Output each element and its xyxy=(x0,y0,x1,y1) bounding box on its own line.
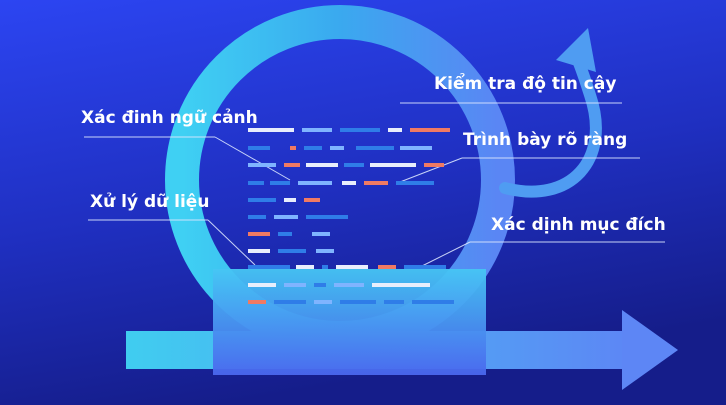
code-dash xyxy=(344,163,364,167)
code-dash xyxy=(312,232,330,236)
connector-purpose-d xyxy=(419,241,471,268)
code-dash xyxy=(248,232,270,236)
code-dash xyxy=(304,146,322,150)
code-dash xyxy=(304,198,320,202)
code-dash xyxy=(284,198,296,202)
code-dash xyxy=(306,215,348,219)
code-dash xyxy=(248,249,270,253)
code-dash xyxy=(248,146,270,150)
code-dash xyxy=(302,128,332,132)
horizontal-arrow-head xyxy=(622,310,678,390)
code-dash xyxy=(400,146,432,150)
code-dash xyxy=(248,215,266,219)
label-process-data: Xử lý dữ liệu xyxy=(90,192,210,212)
code-dash xyxy=(274,300,306,304)
code-dash xyxy=(248,300,266,304)
code-dash xyxy=(330,146,344,150)
code-dash xyxy=(284,163,300,167)
code-dash xyxy=(278,249,306,253)
code-dash xyxy=(404,265,446,269)
code-dash xyxy=(424,163,444,167)
code-dash xyxy=(248,181,264,185)
label-determine-context: Xác đinh ngữ cảnh xyxy=(81,108,258,128)
label-clear-presentation: Trình bày rõ ràng xyxy=(463,130,628,150)
code-dash xyxy=(284,283,306,287)
code-dash xyxy=(396,181,434,185)
return-arrow-head xyxy=(556,28,596,72)
label-check-reliability: Kiểm tra độ tin cậy xyxy=(434,74,617,94)
code-dash xyxy=(248,163,276,167)
connector-presentation-d xyxy=(399,157,463,183)
box-code-lines xyxy=(248,265,454,304)
code-dash xyxy=(388,128,402,132)
code-dash xyxy=(314,300,332,304)
code-dash xyxy=(248,198,276,202)
code-dash xyxy=(248,283,276,287)
connector-context-d xyxy=(214,136,291,181)
code-lines xyxy=(248,128,450,253)
code-dash xyxy=(316,249,334,253)
code-dash xyxy=(298,181,332,185)
code-dash xyxy=(322,265,328,269)
code-dash xyxy=(290,146,296,150)
code-dash xyxy=(336,265,368,269)
code-dash xyxy=(340,300,376,304)
code-dash xyxy=(278,232,292,236)
code-dash xyxy=(342,181,356,185)
code-dash xyxy=(378,265,396,269)
code-dash xyxy=(296,265,314,269)
code-dash xyxy=(412,300,454,304)
code-dash xyxy=(314,283,326,287)
code-dash xyxy=(410,128,450,132)
connector-lines xyxy=(84,102,665,268)
code-dash xyxy=(274,215,298,219)
code-dash xyxy=(270,181,290,185)
code-dash xyxy=(248,265,290,269)
code-dash xyxy=(334,283,364,287)
code-dash xyxy=(306,163,338,167)
connector-data-d xyxy=(207,219,256,266)
code-dash xyxy=(248,128,294,132)
code-dash xyxy=(384,300,404,304)
code-dash xyxy=(372,283,430,287)
code-dash xyxy=(364,181,388,185)
code-dash xyxy=(356,146,394,150)
code-dash xyxy=(370,163,416,167)
label-determine-purpose: Xác dịnh mục đích xyxy=(491,215,666,235)
code-dash xyxy=(340,128,380,132)
